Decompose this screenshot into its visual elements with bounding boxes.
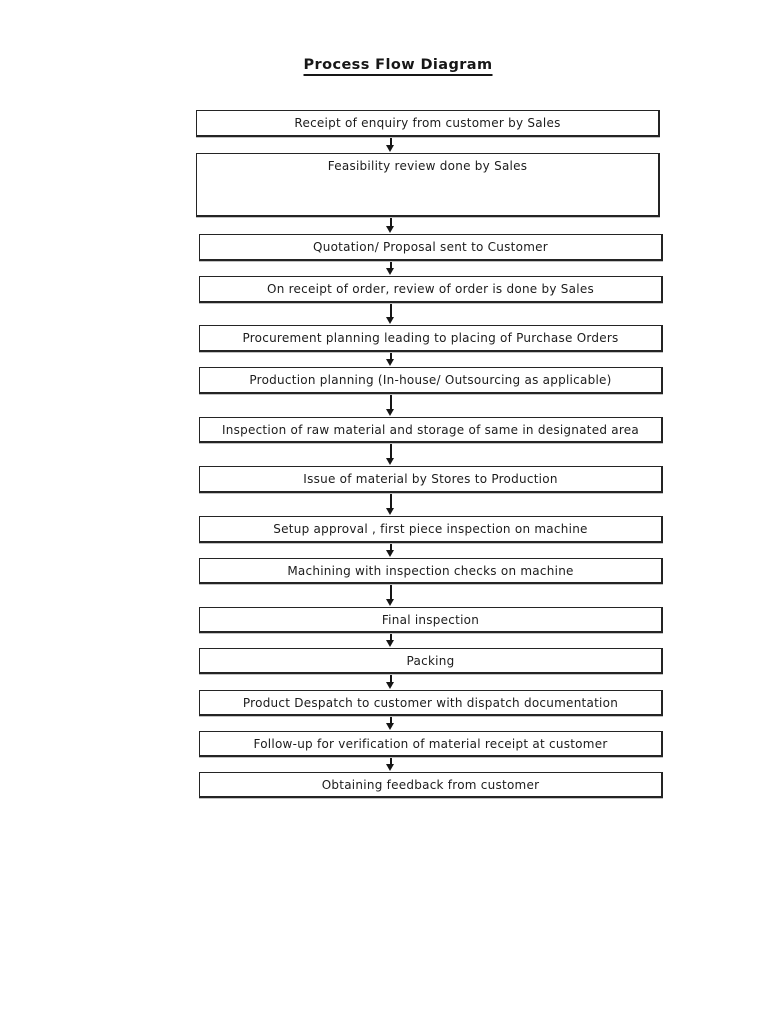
arrow-down-icon xyxy=(386,145,394,152)
step-box-1: Receipt of enquiry from customer by Sale… xyxy=(196,110,660,137)
flow-arrow xyxy=(386,262,395,275)
step-box-14: Follow-up for verification of material r… xyxy=(199,731,663,757)
diagram-title: Process Flow Diagram xyxy=(303,57,493,76)
arrow-down-icon xyxy=(386,409,394,416)
arrow-down-icon xyxy=(386,268,394,275)
arrow-stem xyxy=(390,675,392,684)
arrow-down-icon xyxy=(386,723,394,730)
step-box-15: Obtaining feedback from customer xyxy=(199,772,663,798)
arrow-stem xyxy=(390,262,392,270)
arrow-down-icon xyxy=(386,458,394,465)
flow-arrow xyxy=(386,304,395,324)
arrow-down-icon xyxy=(386,682,394,689)
arrow-stem xyxy=(390,494,392,510)
flow-arrow xyxy=(386,218,395,233)
step-label: Receipt of enquiry from customer by Sale… xyxy=(294,116,561,130)
flow-arrow xyxy=(386,494,395,515)
step-label: Product Despatch to customer with dispat… xyxy=(242,695,619,710)
step-box-13: Product Despatch to customer with dispat… xyxy=(199,690,663,716)
step-box-3: Quotation/ Proposal sent to Customer xyxy=(199,234,663,261)
arrow-down-icon xyxy=(386,764,394,771)
step-label: Setup approval , first piece inspection … xyxy=(273,522,588,536)
step-label: Inspection of raw material and storage o… xyxy=(221,422,640,437)
arrow-stem xyxy=(390,634,392,642)
flow-arrow xyxy=(386,717,395,730)
arrow-stem xyxy=(390,218,392,228)
step-box-2: Feasibility review done by Sales xyxy=(196,153,660,217)
step-label: Machining with inspection checks on mach… xyxy=(287,563,574,578)
step-label: Follow-up for verification of material r… xyxy=(253,736,608,751)
step-box-8: Issue of material by Stores to Productio… xyxy=(199,466,663,493)
step-box-12: Packing xyxy=(199,648,663,674)
step-label: Packing xyxy=(406,653,455,668)
step-box-7: Inspection of raw material and storage o… xyxy=(199,417,663,443)
arrow-stem xyxy=(390,544,392,552)
step-label: Quotation/ Proposal sent to Customer xyxy=(313,240,548,254)
arrow-down-icon xyxy=(386,550,394,557)
step-label: Final inspection xyxy=(381,612,480,627)
arrow-down-icon xyxy=(386,508,394,515)
step-box-10: Machining with inspection checks on mach… xyxy=(199,558,663,584)
arrow-stem xyxy=(390,138,392,147)
arrow-down-icon xyxy=(386,317,394,324)
step-label: Procurement planning leading to placing … xyxy=(242,331,619,345)
flow-arrow xyxy=(386,138,395,152)
flow-arrow xyxy=(386,353,395,366)
step-label: Feasibility review done by Sales xyxy=(327,159,528,173)
flow-arrow xyxy=(386,634,395,647)
arrow-stem xyxy=(390,585,392,601)
arrow-stem xyxy=(390,717,392,725)
arrow-down-icon xyxy=(386,599,394,606)
step-box-11: Final inspection xyxy=(199,607,663,633)
arrow-stem xyxy=(390,758,392,766)
arrow-down-icon xyxy=(386,640,394,647)
step-label: On receipt of order, review of order is … xyxy=(267,282,594,296)
step-box-9: Setup approval , first piece inspection … xyxy=(199,516,663,543)
step-label: Obtaining feedback from customer xyxy=(321,777,540,792)
flow-arrow xyxy=(386,395,395,416)
flow-arrow xyxy=(386,444,395,465)
arrow-down-icon xyxy=(386,359,394,366)
arrow-stem xyxy=(390,353,392,361)
step-label: Issue of material by Stores to Productio… xyxy=(303,472,558,486)
step-box-6: Production planning (In-house/ Outsourci… xyxy=(199,367,663,394)
flow-arrow xyxy=(386,544,395,557)
flow-arrow xyxy=(386,758,395,771)
arrow-stem xyxy=(390,395,392,411)
step-box-5: Procurement planning leading to placing … xyxy=(199,325,663,352)
arrow-stem xyxy=(390,444,392,460)
flow-arrow xyxy=(386,585,395,606)
flow-arrow xyxy=(386,675,395,689)
step-label: Production planning (In-house/ Outsourci… xyxy=(249,373,612,387)
step-box-4: On receipt of order, review of order is … xyxy=(199,276,663,303)
arrow-stem xyxy=(390,304,392,319)
arrow-down-icon xyxy=(386,226,394,233)
